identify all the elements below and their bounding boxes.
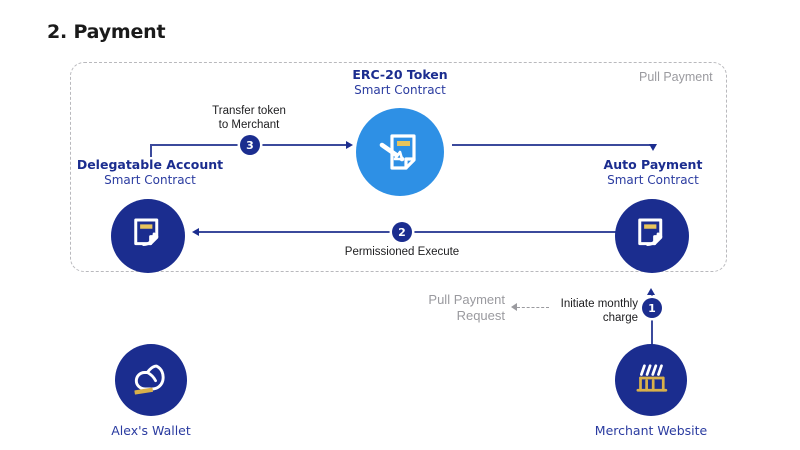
pull-payment-request-label-line2: Request xyxy=(456,307,505,323)
erc20-to-auto-payment-line xyxy=(452,144,654,146)
auto-payment-caption: Auto Payment Smart Contract xyxy=(573,157,733,187)
erc20-token-circle[interactable] xyxy=(356,108,444,196)
smart-contract-icon xyxy=(631,213,673,260)
auto-payment-circle[interactable] xyxy=(615,199,689,273)
delegatable-account-subtitle: Smart Contract xyxy=(104,172,196,187)
permissioned-execute-label: Permissioned Execute xyxy=(322,245,482,259)
step-badge-2: 2 xyxy=(392,222,412,242)
pull-payment-request-label-line1: Pull Payment xyxy=(428,292,505,307)
step-badge-3: 3 xyxy=(240,135,260,155)
transfer-token-label-line2: to Merchant xyxy=(218,119,280,132)
storefront-icon xyxy=(630,357,672,404)
delegatable-account-title: Delegatable Account xyxy=(76,157,224,172)
permissioned-execute-label-line1: Permissioned Execute xyxy=(344,246,460,258)
pull-payment-group-label: Pull Payment xyxy=(639,70,713,84)
erc20-token-caption: ERC-20 Token Smart Contract xyxy=(320,67,480,97)
alexs-wallet-caption: Alex's Wallet xyxy=(71,423,231,439)
delegatable-account-circle[interactable] xyxy=(111,199,185,273)
merchant-website-circle[interactable] xyxy=(615,344,687,416)
initiate-charge-arrowhead xyxy=(647,288,656,295)
alexs-wallet-circle[interactable] xyxy=(115,344,187,416)
initiate-charge-label-line1: Initiate monthly xyxy=(560,298,638,310)
fox-head-icon xyxy=(129,356,173,405)
erc20-token-title: ERC-20 Token xyxy=(352,67,448,82)
pull-payment-group-boundary xyxy=(70,62,727,272)
transfer-token-label: Transfer token to Merchant xyxy=(169,104,329,133)
merchant-website-title: Merchant Website xyxy=(594,423,708,438)
page-title: 2. Payment xyxy=(47,21,166,43)
auto-payment-subtitle: Smart Contract xyxy=(607,172,699,187)
initiate-charge-label: Initiate monthly charge xyxy=(542,297,638,326)
transfer-token-arrowhead xyxy=(346,140,353,149)
initiate-charge-line xyxy=(651,293,653,345)
step-badge-1: 1 xyxy=(642,298,662,318)
smart-contract-icon xyxy=(127,213,169,260)
pull-payment-request-line xyxy=(517,307,549,308)
auto-payment-title: Auto Payment xyxy=(603,157,703,172)
erc20-token-subtitle: Smart Contract xyxy=(354,82,446,97)
delegatable-account-caption: Delegatable Account Smart Contract xyxy=(68,157,232,187)
transfer-token-line-vertical xyxy=(150,145,152,157)
alexs-wallet-title: Alex's Wallet xyxy=(111,423,191,438)
transfer-token-label-line1: Transfer token xyxy=(212,105,286,117)
pull-payment-request-label: Pull Payment Request xyxy=(400,292,505,323)
initiate-charge-label-line2: charge xyxy=(602,312,638,325)
erc20-to-auto-payment-arrowhead xyxy=(649,144,657,151)
merchant-website-caption: Merchant Website xyxy=(571,423,731,439)
pull-payment-request-arrowhead xyxy=(511,303,517,311)
permissioned-execute-arrowhead xyxy=(192,227,199,236)
signed-contract-icon xyxy=(376,126,424,179)
